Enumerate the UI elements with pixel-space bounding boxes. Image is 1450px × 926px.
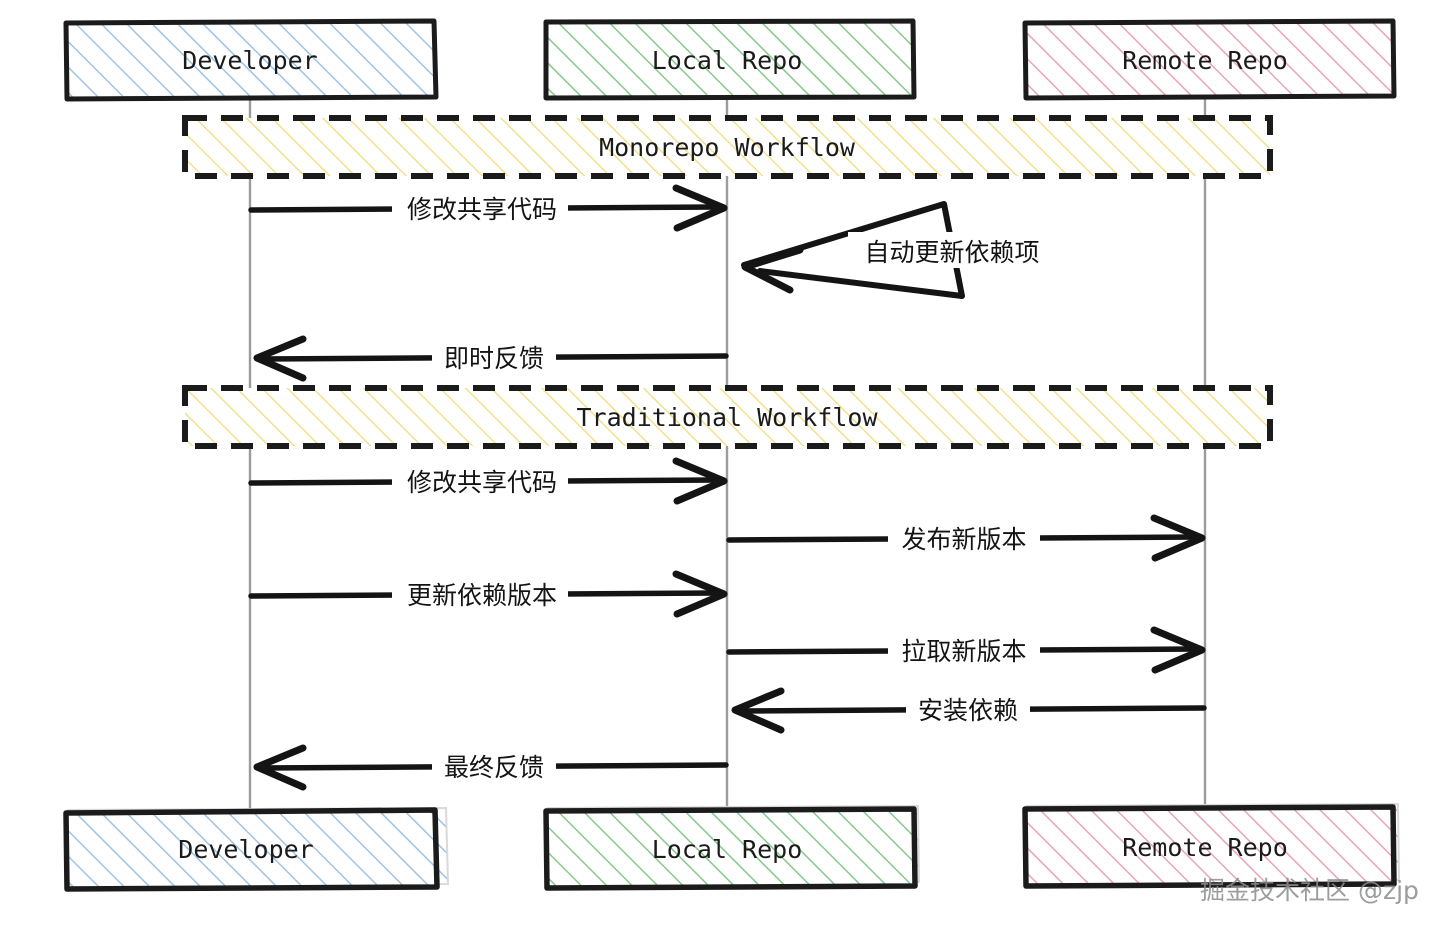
participant-footer-local-repo[interactable]: Local Repo [543, 804, 921, 891]
block-label-traditional-workflow: Traditional Workflow [576, 403, 878, 432]
participant-footer-remote-repo[interactable]: Remote Repo [1022, 802, 1401, 889]
watermark: 掘金技术社区 @zjp [1200, 876, 1419, 905]
message-9[interactable]: 最终反馈 [253, 744, 729, 791]
message-3[interactable]: 即时反馈 [253, 335, 729, 382]
participant-label-developer-footer: Developer [178, 835, 313, 864]
message-6[interactable]: 更新依赖版本 [248, 570, 728, 618]
message-4[interactable]: 修改共享代码 [248, 457, 728, 505]
message-label-2: 自动更新依赖项 [864, 238, 1039, 267]
message-label-3: 即时反馈 [444, 344, 544, 373]
message-2-self-loop[interactable]: 自动更新依赖项 [741, 201, 1056, 299]
message-5[interactable]: 发布新版本 [726, 514, 1206, 562]
participant-footer-developer[interactable]: Developer [63, 806, 450, 892]
message-label-1: 修改共享代码 [407, 195, 557, 224]
block-traditional-workflow[interactable]: Traditional Workflow [182, 385, 1273, 449]
participant-label-local-repo-footer: Local Repo [652, 835, 803, 864]
participant-label-developer: Developer [182, 46, 317, 75]
participant-header-local-repo[interactable]: Local Repo [543, 18, 917, 101]
message-label-7: 拉取新版本 [901, 637, 1026, 666]
message-label-9: 最终反馈 [444, 753, 544, 782]
block-label-monorepo-workflow: Monorepo Workflow [599, 133, 856, 162]
message-7[interactable]: 拉取新版本 [726, 626, 1206, 674]
participant-label-local-repo: Local Repo [652, 46, 803, 75]
message-label-6: 更新依赖版本 [407, 581, 557, 610]
message-label-4: 修改共享代码 [407, 468, 557, 497]
message-label-8: 安装依赖 [918, 696, 1018, 725]
participant-label-remote-repo-footer: Remote Repo [1122, 833, 1288, 862]
participant-header-remote-repo[interactable]: Remote Repo [1022, 18, 1397, 101]
participant-label-remote-repo: Remote Repo [1122, 46, 1288, 75]
message-1[interactable]: 修改共享代码 [248, 184, 728, 232]
lifelines [248, 98, 1207, 816]
participant-header-developer[interactable]: Developer [63, 18, 439, 102]
block-monorepo-workflow[interactable]: Monorepo Workflow [182, 115, 1273, 179]
message-8[interactable]: 安装依赖 [731, 687, 1207, 734]
message-label-5: 发布新版本 [901, 525, 1026, 554]
